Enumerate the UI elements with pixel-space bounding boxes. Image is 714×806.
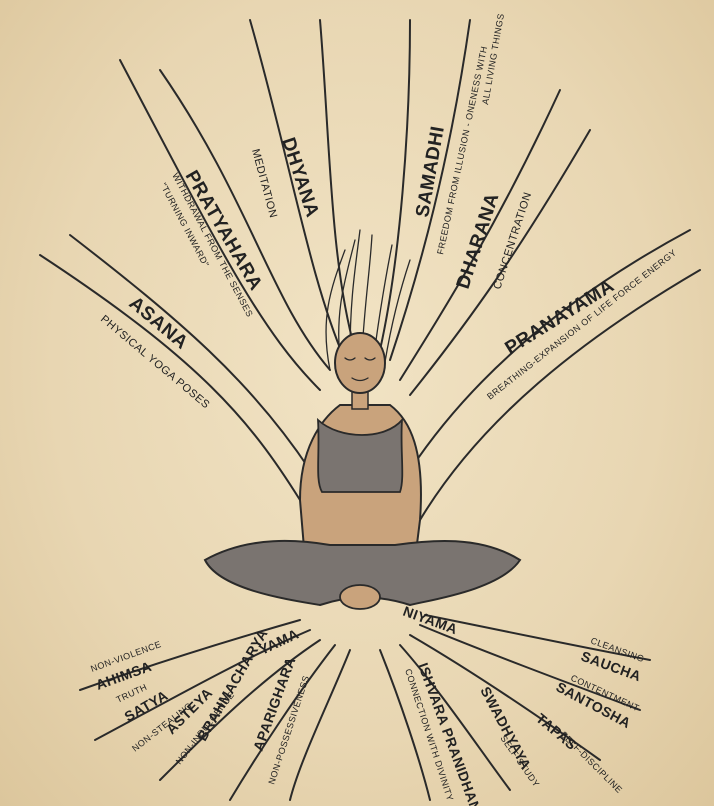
tapas-desc: SELF-DISCIPLINE [559, 729, 625, 795]
branches [39, 19, 701, 521]
swadhyaya-label: SWADHYAYA [477, 684, 534, 772]
samadhi-label: SAMADHI [412, 124, 449, 218]
meditating-woman [203, 332, 522, 610]
pranayama-desc: BREATHING-EXPANSION OF LIFE FORCE ENERGY [485, 247, 678, 401]
roots [79, 614, 651, 801]
dhyana-desc: MEDITATION [249, 148, 279, 220]
dhyana-label: DHYANA [277, 135, 322, 220]
niyama-label: NIYAMA [401, 603, 460, 638]
